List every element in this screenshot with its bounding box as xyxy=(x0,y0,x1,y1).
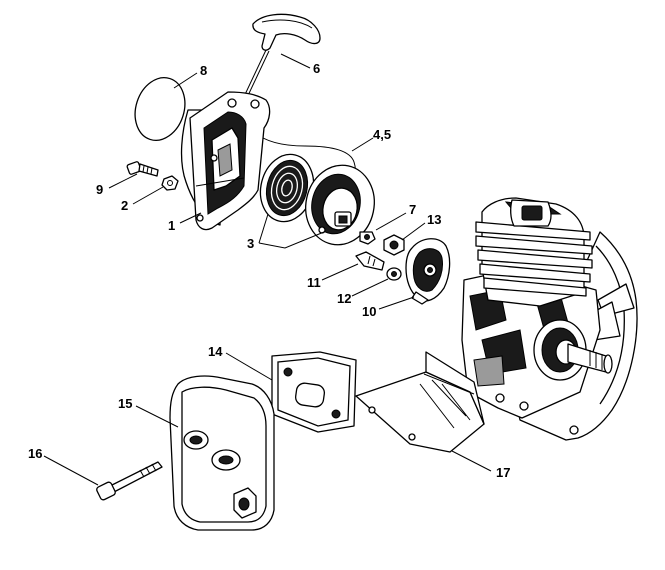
part-13-hex-nut xyxy=(383,234,405,256)
callout-13: 13 xyxy=(427,212,441,227)
callout-16: 16 xyxy=(28,446,42,461)
callout-7: 7 xyxy=(409,202,416,217)
callout-1: 1 xyxy=(168,218,175,233)
part-9-screw xyxy=(126,161,159,177)
callout-15: 15 xyxy=(118,396,132,411)
part-11-stud xyxy=(355,251,385,271)
callout-8: 8 xyxy=(200,63,207,78)
callout-11: 11 xyxy=(307,275,321,290)
part-17-heat-shield xyxy=(355,351,485,453)
part-1-fan-housing xyxy=(180,91,271,231)
callout-14: 14 xyxy=(208,344,223,359)
engine-crankcase-cylinder xyxy=(461,197,638,441)
part-7-pawl xyxy=(359,231,376,245)
part-8-o-ring xyxy=(134,77,186,141)
part-3-rope-rotor xyxy=(305,164,375,246)
callout-17: 17 xyxy=(496,465,510,480)
part-2-nut xyxy=(161,175,179,191)
part-10-carrier xyxy=(405,238,451,305)
leader-lines xyxy=(43,53,492,486)
callout-labels: 8 6 4,5 9 2 1 3 7 13 11 12 10 14 15 16 1… xyxy=(28,61,510,480)
part-12-washer xyxy=(386,267,402,281)
part-6-starter-handle xyxy=(240,13,321,105)
callout-2: 2 xyxy=(121,198,128,213)
callout-12: 12 xyxy=(337,291,351,306)
callout-9: 9 xyxy=(96,182,103,197)
part-16-long-bolt xyxy=(96,461,163,501)
part-14-muffler-gasket xyxy=(271,351,357,433)
callout-4-5: 4,5 xyxy=(373,127,391,142)
part-15-muffler xyxy=(169,375,275,531)
callout-3: 3 xyxy=(247,236,254,251)
callout-10: 10 xyxy=(362,304,376,319)
callout-6: 6 xyxy=(313,61,320,76)
part-3-rewind-spring xyxy=(259,153,315,223)
